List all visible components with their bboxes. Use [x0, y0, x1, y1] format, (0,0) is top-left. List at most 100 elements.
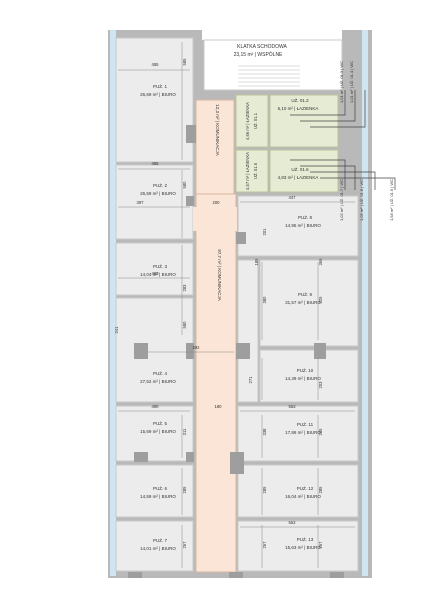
- window-strip-left: [110, 30, 116, 576]
- room-area-puz2: 26,59 m² | BIURO: [140, 191, 176, 196]
- dimension-d22: 380: [262, 296, 267, 304]
- dimension-d19: 553: [289, 520, 297, 525]
- dimension-d7: 447: [289, 195, 297, 200]
- room-area-puz13: 15,63 m² | BIURO: [285, 545, 321, 550]
- room-code-puz4: PUŻ. 4: [153, 370, 168, 376]
- room-uz016: [269, 149, 339, 193]
- room-area-puz5: 15,69 m² | BIURO: [140, 429, 176, 434]
- dimension-d6: 200: [213, 200, 221, 205]
- stair-code: KLATKA SCHODOWA: [237, 44, 287, 50]
- shaft-s019: 1,58 m² | UŻ. 01.9 | WC: [389, 179, 394, 221]
- room-code-uz016: UŻ. 01.6: [291, 166, 309, 172]
- dimension-d30: 267: [262, 541, 267, 549]
- room-area-puz7: 14,01 m² | BIURO: [140, 546, 176, 551]
- room-area-puz12: 16,04 m² | BIURO: [285, 494, 321, 499]
- room-area-uz012: 6,10 m² | ŁAZIENKA: [278, 106, 319, 111]
- dimension-d10: 580: [182, 321, 187, 329]
- room-code-puz13: PUŻ. 13: [297, 536, 314, 542]
- stairwell: [203, 39, 343, 91]
- stair-treads: [238, 65, 300, 87]
- room-puz12: [237, 464, 359, 518]
- room-puz6: [115, 464, 194, 518]
- room-puz2: [115, 164, 194, 240]
- room-code-uz011: UŻ. 01.1: [253, 112, 258, 129]
- room-code-puz2: PUŻ. 2: [153, 182, 168, 188]
- dimension-d23: 325: [318, 296, 323, 304]
- room-code-puz9: PUŻ. 9: [298, 291, 313, 297]
- room-uz015: [235, 149, 269, 193]
- room-puz1: [115, 37, 194, 163]
- dimension-d8: 490: [152, 271, 160, 276]
- dimension-d18: 267: [182, 541, 187, 549]
- room-code-uz012: UŻ. 01.2: [291, 97, 309, 103]
- dimension-d29: 285: [318, 486, 323, 494]
- room-puz13: [237, 520, 359, 572]
- dimension-d13: 490: [152, 404, 160, 409]
- dimension-d28: 285: [262, 486, 267, 494]
- room-code-puz7: PUŻ. 7: [153, 537, 168, 543]
- room-area-puz9: 31,57 m² | BIURO: [285, 300, 321, 305]
- shaft-leaders: [290, 90, 396, 190]
- room-area-uz015: 4,57 m² | ŁAZIENKA: [245, 152, 250, 190]
- room-code-puz12: PUŻ. 12: [297, 485, 314, 491]
- room-area-puz3: 14,04 m² | BIURO: [140, 272, 176, 277]
- dimension-d2: 585: [182, 58, 187, 66]
- dimension-d20: 201: [262, 228, 267, 236]
- room-code-puz6: PUŻ. 6: [153, 485, 168, 491]
- room-code-puz3: PUŻ. 3: [153, 263, 168, 269]
- labels: PUŻ. 1 26,69 m² | BIURO PUŻ. 2 26,59 m² | B…: [114, 44, 394, 551]
- corridor-main: [195, 193, 237, 573]
- dimension-d21: 185: [254, 258, 259, 266]
- room-area-puz10: 14,39 m² | BIURO: [285, 376, 321, 381]
- room-area-puz1: 26,69 m² | BIURO: [140, 92, 176, 97]
- dimension-d17: 285: [182, 486, 187, 494]
- room-area-puz8: 14,95 m² | BIURO: [285, 223, 321, 228]
- room-area-uz011: 4,66 m² | ŁAZIENKA: [245, 102, 250, 140]
- dimension-d26: 338: [262, 428, 267, 436]
- window-strip-right: [362, 30, 368, 576]
- shaft-s017: 1,02 m² | UŻ. 01.7 | WC: [339, 179, 344, 221]
- room-code-puz8: PUŻ. 8: [298, 214, 313, 220]
- shaft-s013: 1,01 m² | UŻ. 01.3 | WC: [339, 61, 344, 103]
- room-puz10: [259, 349, 359, 403]
- dimension-d16: 311: [182, 428, 187, 435]
- stair-opening: [202, 30, 342, 40]
- room-puz3: [115, 242, 194, 296]
- room-puz5: [115, 405, 194, 462]
- dimension-d32: 365: [318, 258, 323, 266]
- dimension-d1: 455: [152, 62, 160, 67]
- room-puz8: [237, 195, 359, 257]
- dimension-d9: 283: [182, 284, 187, 292]
- corridor-main-label: 97,7 m² | KOMUNIKACJA: [217, 249, 222, 300]
- room-uz011: [235, 94, 269, 148]
- dimension-lines: [118, 42, 355, 568]
- room-small-left: [237, 259, 259, 403]
- room-code-puz10: PUŻ. 10: [297, 367, 314, 373]
- dimension-d15: 553: [289, 404, 297, 409]
- room-puz7: [115, 520, 194, 572]
- dimension-d25: 203: [318, 381, 323, 389]
- shaft-s014: 1,01 m² | UŻ. 01.4 | WC: [349, 61, 354, 103]
- room-area-uz016: 4,83 m² | ŁAZIENKA: [278, 175, 319, 180]
- corridor-link: [193, 207, 237, 231]
- dimension-d27: 285: [318, 428, 323, 436]
- dimension-d11: 241: [114, 326, 119, 334]
- columns: [128, 125, 344, 578]
- corridor-upper: [195, 99, 235, 195]
- room-code-uz015: UŻ. 01.5: [253, 162, 258, 179]
- dimension-d31: 267: [318, 541, 323, 549]
- room-code-puz1: PUŻ. 1: [153, 83, 168, 89]
- room-area-puz6: 14,59 m² | BIURO: [140, 494, 176, 499]
- room-area-puz11: 17,86 m² | BIURO: [285, 430, 321, 435]
- dimension-d24: 271: [248, 376, 253, 384]
- dimension-d5: 397: [137, 200, 145, 205]
- room-puz4: [115, 297, 194, 403]
- room-code-puz5: PUŻ. 5: [153, 420, 168, 426]
- dimension-d3: 455: [152, 161, 160, 166]
- room-code-puz11: PUŻ. 11: [297, 421, 314, 427]
- room-area-puz4: 27,52 m² | BIURO: [140, 379, 176, 384]
- shaft-s018: 1,05 m² | UŻ. 01.8 | WC: [359, 179, 364, 221]
- dimension-d14: 180: [215, 404, 223, 409]
- room-puz11: [237, 405, 359, 462]
